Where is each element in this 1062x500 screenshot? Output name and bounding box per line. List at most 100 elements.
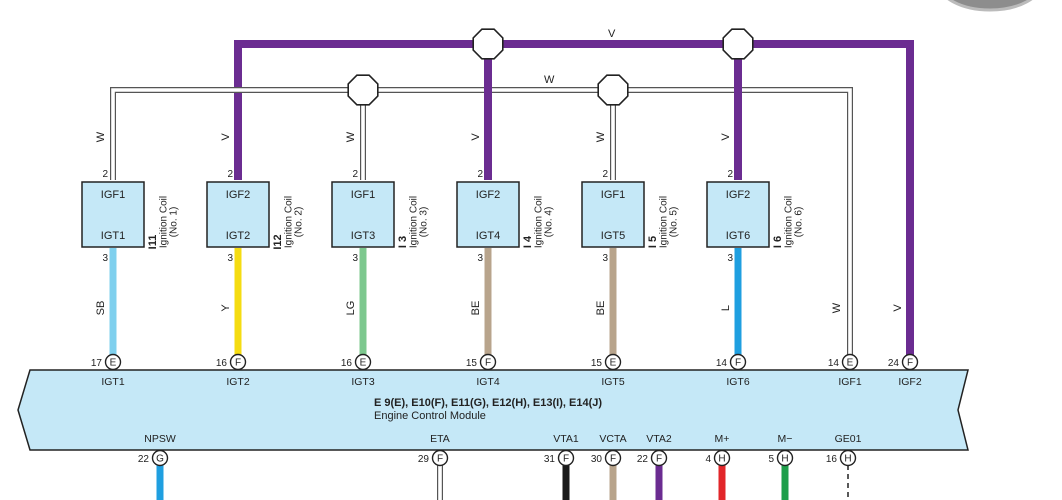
coil-input-wire-label: V bbox=[220, 133, 232, 141]
violet-splice-2 bbox=[722, 28, 754, 60]
coil-ref-label: I11 bbox=[147, 235, 159, 250]
ecm-bottom-pin-name: VCTA bbox=[599, 433, 626, 445]
ignition-coil-5 bbox=[581, 181, 645, 248]
ecm-top-pin-name: IGF1 bbox=[838, 376, 861, 388]
coil-input-wire-label: W bbox=[95, 131, 107, 142]
ecm-name-label: Engine Control Module bbox=[374, 410, 486, 422]
coil-pin-bottom: 3 bbox=[102, 253, 108, 264]
violet-splice-1 bbox=[472, 28, 504, 60]
ignition-coil-6 bbox=[706, 181, 770, 248]
ecm-top-pin-3 bbox=[354, 353, 372, 371]
coil-igt-label: IGT4 bbox=[476, 230, 500, 242]
coil-number-label: (No. 1) bbox=[169, 207, 180, 238]
ecm-top-pin-name: IGT2 bbox=[226, 376, 249, 388]
coil-pin-bottom: 3 bbox=[227, 253, 233, 264]
ecm-bottom-pin-6-letter: H bbox=[718, 454, 725, 465]
ecm-bottom-pin-5 bbox=[650, 449, 668, 467]
ecm-top-pin-8-letter: F bbox=[907, 358, 913, 369]
ecm-top-pin-number: 17 bbox=[91, 358, 103, 369]
ecm-top-pin-number: 15 bbox=[591, 358, 603, 369]
ecm-bottom-pin-number: 29 bbox=[418, 454, 430, 465]
ecm-bottom-pin-name: VTA2 bbox=[646, 433, 672, 445]
coil-ref-label: I 5 bbox=[647, 236, 659, 248]
ecm-bottom-pin-name: M− bbox=[778, 433, 793, 445]
ecm-bottom-pin-4-letter: F bbox=[610, 454, 616, 465]
coil-input-wire-label: W bbox=[345, 131, 357, 142]
coil-output-wire-label: BE bbox=[595, 301, 607, 316]
ecm-bottom-pin-8 bbox=[839, 449, 857, 467]
violet-bus-wire bbox=[234, 40, 914, 355]
white-bus-label: W bbox=[544, 74, 555, 86]
ecm-top-pin-number: 15 bbox=[466, 358, 478, 369]
ecm-top-pin-1 bbox=[104, 353, 122, 371]
coil-igf-label: IGF1 bbox=[101, 189, 125, 201]
ecm-top-pin-4 bbox=[479, 353, 497, 371]
coil-pin-top: 2 bbox=[352, 169, 358, 180]
coil-output-wire-label: LG bbox=[345, 301, 357, 316]
white-bus-wire-core bbox=[111, 88, 852, 355]
ecm-top-pin-7 bbox=[841, 353, 859, 371]
ecm-bottom-pin-3-letter: F bbox=[563, 454, 569, 465]
ecm-bottom-pin-number: 16 bbox=[826, 454, 838, 465]
ecm-body bbox=[17, 369, 969, 451]
ecm-top-pin-name: IGT5 bbox=[601, 376, 624, 388]
coil-name-label: Ignition Coil bbox=[534, 196, 545, 248]
coil-ref-label: I12 bbox=[272, 234, 284, 249]
coil-ref-label: I 3 bbox=[397, 236, 409, 248]
ecm-bottom-pin-number: 22 bbox=[138, 454, 150, 465]
coil-output-wire-label: Y bbox=[220, 304, 232, 312]
ecm-top-pin-name: IGT3 bbox=[351, 376, 374, 388]
coil-number-label: (No. 4) bbox=[544, 207, 555, 238]
ecm-top-pin-number: 24 bbox=[888, 358, 900, 369]
white-splice-1 bbox=[347, 74, 379, 106]
ecm-bottom-pin-5-letter: F bbox=[656, 454, 662, 465]
ignition-coil-3 bbox=[331, 181, 395, 248]
coil-name-label: Ignition Coil bbox=[659, 196, 670, 248]
ecm-bottom-pin-7 bbox=[776, 449, 794, 467]
coil-pin-bottom: 3 bbox=[727, 253, 733, 264]
ecm-bottom-pin-name: GE01 bbox=[835, 433, 862, 445]
coil-number-label: (No. 5) bbox=[669, 207, 680, 238]
coil-number-label: (No. 3) bbox=[419, 207, 430, 238]
ecm-bottom-pin-number: 5 bbox=[768, 454, 774, 465]
coil-pin-top: 2 bbox=[727, 169, 733, 180]
ecm-top-pin-6 bbox=[729, 353, 747, 371]
coil-igt-label: IGT6 bbox=[726, 230, 750, 242]
ecm-bottom-pin-4 bbox=[604, 449, 622, 467]
ecm-top-pin-2 bbox=[229, 353, 247, 371]
coil-name-label: Ignition Coil bbox=[159, 196, 170, 248]
ecm-bottom-pin-3 bbox=[557, 449, 575, 467]
corner-decoration bbox=[947, 0, 1033, 12]
ecm-bottom-pin-number: 31 bbox=[544, 454, 556, 465]
coil-ref-label: I 6 bbox=[772, 236, 784, 248]
coil-igt-label: IGT2 bbox=[226, 230, 250, 242]
coil-igt-label: IGT1 bbox=[101, 230, 125, 242]
coil-output-wire-label: L bbox=[720, 305, 732, 311]
ecm-bottom-pin-name: VTA1 bbox=[553, 433, 579, 445]
coil-igf-label: IGF1 bbox=[351, 189, 375, 201]
coil-igf-label: IGF2 bbox=[476, 189, 500, 201]
ecm-bottom-pin-8-letter: H bbox=[844, 454, 851, 465]
ecm-bottom-pin-6 bbox=[713, 449, 731, 467]
ecm-top-pin-name: IGT6 bbox=[726, 376, 749, 388]
ignition-coil-4 bbox=[456, 181, 520, 248]
igf1-return-wire-label: W bbox=[831, 302, 843, 313]
coil-number-label: (No. 2) bbox=[294, 207, 305, 238]
ecm-top-pin-1-letter: E bbox=[110, 358, 117, 369]
ecm-top-pin-name: IGT1 bbox=[101, 376, 124, 388]
ecm-top-pin-name: IGT4 bbox=[476, 376, 499, 388]
coil-pin-bottom: 3 bbox=[477, 253, 483, 264]
ecm-top-pin-5 bbox=[604, 353, 622, 371]
coil-pin-bottom: 3 bbox=[352, 253, 358, 264]
ecm-top-pin-6-letter: F bbox=[735, 358, 741, 369]
coil-pin-top: 2 bbox=[227, 169, 233, 180]
splices-layer bbox=[347, 28, 754, 106]
coil-pin-top: 2 bbox=[102, 169, 108, 180]
ecm-top-pin-8 bbox=[901, 353, 919, 371]
ecm-top-pin-5-letter: E bbox=[610, 358, 617, 369]
ecm-bottom-pin-2-letter: F bbox=[437, 454, 443, 465]
ecm-bottom-pin-7-letter: H bbox=[781, 454, 788, 465]
coil-name-label: Ignition Coil bbox=[784, 196, 795, 248]
coil-igf-label: IGF2 bbox=[226, 189, 250, 201]
